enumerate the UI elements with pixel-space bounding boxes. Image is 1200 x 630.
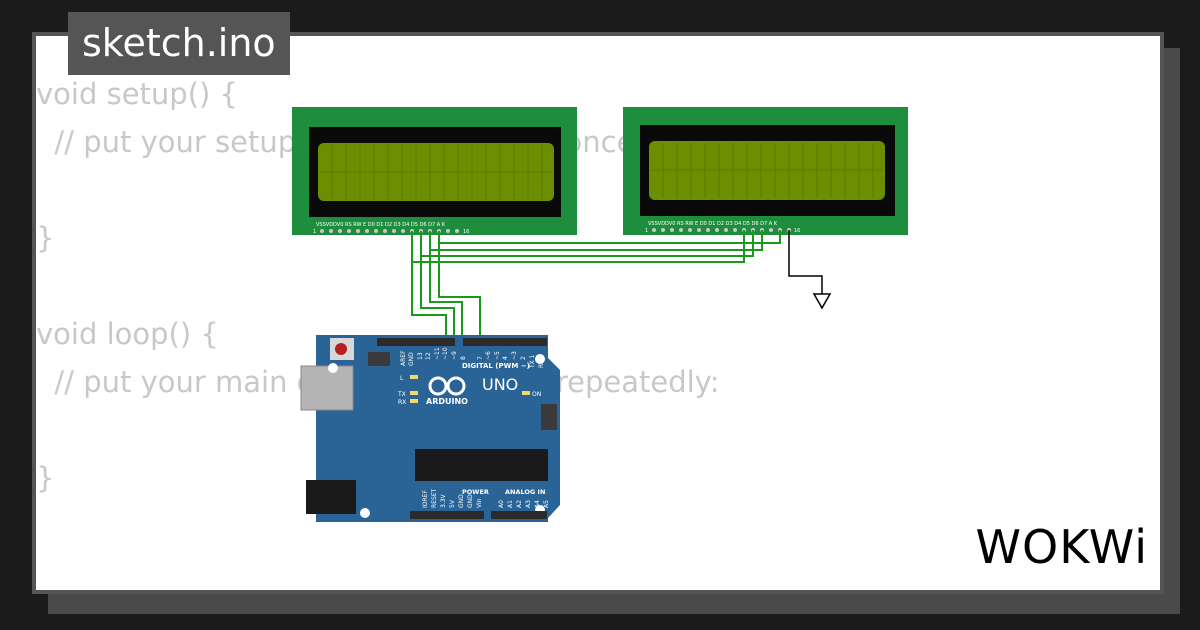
arduino-uno[interactable]: AREF GND 13 12 ~11 ~10 ~9 8 7 ~6 ~5 4 ~3… bbox=[300, 335, 560, 522]
ground-connection bbox=[788, 230, 832, 310]
code-line: void loop() { bbox=[36, 317, 219, 351]
wire[interactable] bbox=[412, 230, 745, 263]
pin-label: A4 bbox=[534, 500, 541, 508]
code-line: } bbox=[36, 221, 55, 255]
pin-label: RESET bbox=[431, 488, 438, 508]
power-header bbox=[410, 511, 484, 519]
digital-header-right bbox=[463, 338, 547, 346]
code-line: void setup() { bbox=[36, 77, 238, 111]
wires bbox=[411, 230, 781, 340]
code-line: } bbox=[36, 461, 55, 495]
pin-label: ~10 bbox=[442, 347, 449, 360]
pin-label: GND bbox=[408, 352, 415, 366]
pin-label: ~11 bbox=[434, 347, 441, 360]
pin-label: 5V bbox=[449, 499, 456, 508]
pin-label: ~5 bbox=[494, 351, 501, 360]
pin-label: 2 bbox=[520, 356, 527, 360]
pin-label: 4 bbox=[502, 356, 509, 360]
lcd-pin-labels-1: VSSVDDV0 RS RW E D0 D1 D2 D3 D4 D5 D6 D7… bbox=[316, 222, 446, 228]
pin-label: IOREF bbox=[422, 490, 429, 508]
power-label: POWER bbox=[462, 488, 489, 496]
pin-label: GND bbox=[458, 494, 465, 508]
usb-port bbox=[300, 365, 354, 411]
pin-label: A5 bbox=[543, 500, 550, 508]
led-on-label: ON bbox=[532, 391, 541, 398]
analog-label: ANALOG IN bbox=[505, 488, 545, 496]
pin-label: 8 bbox=[460, 356, 467, 360]
mount-hole bbox=[360, 508, 370, 518]
preview-card bbox=[32, 32, 1164, 594]
analog-header bbox=[491, 511, 547, 519]
wire[interactable] bbox=[421, 230, 754, 257]
wire[interactable] bbox=[420, 231, 455, 340]
arduino-model: UNO bbox=[482, 375, 518, 394]
microcontroller-chip bbox=[415, 449, 548, 481]
mount-hole bbox=[328, 363, 338, 373]
pin-label: GND bbox=[467, 494, 474, 508]
wire[interactable] bbox=[438, 231, 481, 340]
pin-label: 3.3V bbox=[440, 493, 447, 508]
pin-label: A1 bbox=[507, 500, 514, 508]
arduino-leds bbox=[410, 375, 530, 403]
pin-label: 12 bbox=[425, 352, 432, 360]
led-tx-label: TX bbox=[397, 391, 406, 398]
lcd-pin-first-2: 1 bbox=[645, 228, 648, 234]
pin-label: 13 bbox=[417, 352, 424, 360]
led-l-label: L bbox=[400, 375, 404, 382]
reset-button[interactable] bbox=[335, 343, 347, 355]
ground-icon bbox=[812, 293, 832, 310]
icsp-header bbox=[368, 352, 557, 430]
lcd-display-1[interactable]: VSSVDDV0 RS RW E D0 D1 D2 D3 D4 D5 D6 D7… bbox=[292, 107, 577, 235]
power-jack bbox=[306, 480, 356, 514]
wire[interactable] bbox=[430, 230, 763, 251]
code-preview: void setup() { // put your setup code he… bbox=[36, 70, 720, 502]
lcd-display-2[interactable]: VSSVDDV0 RS RW E D0 D1 D2 D3 D4 D5 D6 D7… bbox=[623, 107, 908, 235]
lcd-pin-last-2: 16 bbox=[794, 228, 800, 234]
lcd-char-grid-1 bbox=[320, 145, 552, 199]
pin-label: TX 1 bbox=[529, 354, 536, 369]
pin-label: AREF bbox=[400, 350, 407, 366]
led-rx-label: RX bbox=[398, 399, 406, 406]
pin-label: ~6 bbox=[485, 351, 492, 360]
pin-label: RX 0 bbox=[538, 354, 545, 368]
wire[interactable] bbox=[439, 230, 781, 244]
lcd-pin-first-1: 1 bbox=[313, 229, 316, 235]
lcd-char-grid-2 bbox=[651, 143, 883, 198]
wire[interactable] bbox=[411, 231, 447, 340]
sketch-title[interactable]: sketch.ino bbox=[68, 12, 290, 75]
digital-header-left bbox=[377, 338, 455, 346]
arduino-infinity-logo bbox=[428, 376, 466, 396]
arduino-brand: ARDUINO bbox=[426, 397, 468, 406]
pin-label: Vin bbox=[476, 498, 483, 508]
digital-label: DIGITAL (PWM ~) bbox=[462, 362, 530, 370]
pin-label: ~3 bbox=[511, 351, 518, 360]
pin-label: A0 bbox=[498, 500, 505, 508]
lcd-pin-last-1: 16 bbox=[463, 229, 469, 235]
pin-label: ~9 bbox=[451, 351, 458, 360]
wokwi-logo: WOKWi bbox=[975, 520, 1148, 574]
wire[interactable] bbox=[429, 231, 463, 340]
pin-label: A3 bbox=[525, 500, 532, 508]
lcd-pin-labels-2: VSSVDDV0 RS RW E D0 D1 D2 D3 D4 D5 D6 D7… bbox=[648, 221, 778, 227]
pin-label: 7 bbox=[477, 356, 484, 360]
mount-hole bbox=[535, 354, 545, 364]
pin-label: A2 bbox=[516, 500, 523, 508]
